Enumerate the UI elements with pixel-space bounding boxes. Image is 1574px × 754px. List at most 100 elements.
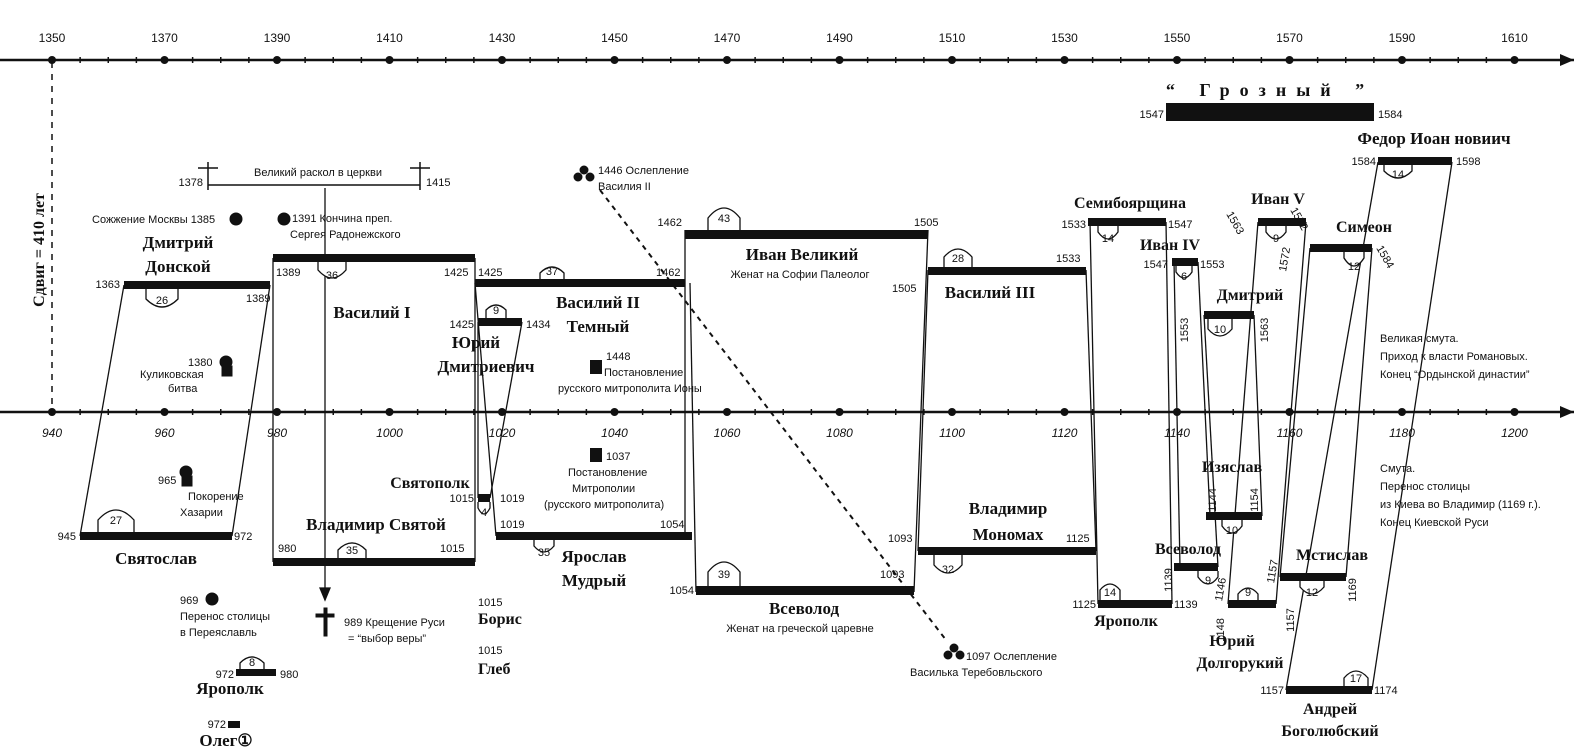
bottom-axis-tick-mark <box>610 408 619 416</box>
svg-text:1462: 1462 <box>658 217 682 229</box>
svg-text:Сергея Радонежского: Сергея Радонежского <box>290 229 401 241</box>
svg-text:965: 965 <box>158 475 176 487</box>
svg-text:1125: 1125 <box>1072 599 1096 611</box>
top-axis-tick-mark <box>1510 56 1519 64</box>
svg-text:1505: 1505 <box>914 217 938 229</box>
cross-icon <box>315 607 335 637</box>
duration-humps <box>97 165 1413 686</box>
svg-text:1125: 1125 <box>1066 533 1090 545</box>
svg-text:1598: 1598 <box>1456 156 1480 168</box>
name-fedor: Федор Иоан новиич <box>1357 129 1511 148</box>
svg-text:Конец “Ордынской династии”: Конец “Ордынской династии” <box>1380 369 1530 381</box>
svg-text:Великая смута.: Великая смута. <box>1380 333 1459 345</box>
top-axis-tick-label: 1510 <box>939 31 966 45</box>
top-axis-tick-label: 1570 <box>1276 31 1303 45</box>
raskol-label: Великий раскол в церкви <box>254 167 382 179</box>
dur-ivan4: 6 <box>1181 271 1187 283</box>
svg-text:Хазарии: Хазарии <box>180 507 223 519</box>
name-svyatoslav: Святослав <box>115 549 197 568</box>
svg-text:1363: 1363 <box>96 279 120 291</box>
top-axis-tick-label: 1610 <box>1501 31 1528 45</box>
bottom-axis-tick-mark <box>1510 408 1519 416</box>
svg-text:1462: 1462 <box>656 267 680 279</box>
svg-text:1148: 1148 <box>1215 618 1227 642</box>
bottom-axis-tick-label: 1060 <box>714 426 741 440</box>
svg-text:Конец Киевской Руси: Конец Киевской Руси <box>1380 517 1489 529</box>
bottom-axis-tick-mark <box>385 408 394 416</box>
svg-text:1054: 1054 <box>660 519 684 531</box>
name-vasily3: Василий III <box>945 283 1036 302</box>
svg-text:1054: 1054 <box>670 585 694 597</box>
svg-text:1157: 1157 <box>1265 559 1281 584</box>
dur-mstislav: 12 <box>1306 587 1318 599</box>
dur-vasily2: 37 <box>546 266 558 278</box>
dur-vsevolod: 39 <box>718 569 730 581</box>
top-axis-tick-mark <box>610 56 619 64</box>
sub-ivan3: Женат на Софии Палеолог <box>731 269 870 281</box>
dur-svyatopolk: 4 <box>481 507 487 519</box>
duration-labels: 26 36 37 9 43 28 14 6 10 9 12 14 27 35 4… <box>110 169 1404 685</box>
name-yaropolk1: Ярополк <box>196 679 264 698</box>
svg-text:1139: 1139 <box>1174 599 1198 611</box>
dur-yury2: 9 <box>1245 587 1251 599</box>
svg-text:1015: 1015 <box>478 597 502 609</box>
name-vsevolod: Всеволод <box>769 599 840 618</box>
dur-monomakh: 32 <box>942 564 954 576</box>
name-andrey-2: Боголюбский <box>1281 723 1378 740</box>
top-axis-tick-mark <box>48 56 56 64</box>
fire-icon <box>277 212 291 226</box>
svg-text:1157: 1157 <box>1285 608 1297 632</box>
svg-text:1157: 1157 <box>1260 685 1284 697</box>
event-icons <box>179 165 965 660</box>
top-axis-tick-label: 1490 <box>826 31 853 45</box>
eye-icon <box>943 643 965 660</box>
top-axis-tick-label: 1390 <box>264 31 291 45</box>
reign-connectors <box>79 161 1453 691</box>
svg-text:972: 972 <box>208 719 226 731</box>
dur-yury: 9 <box>493 305 499 317</box>
svg-text:1037: 1037 <box>606 451 630 463</box>
raskol-start: 1378 <box>179 177 203 189</box>
svg-text:1572: 1572 <box>1277 246 1293 272</box>
top-axis-tick-mark <box>1398 56 1406 64</box>
dur-andrey: 17 <box>1350 673 1362 685</box>
dur-dmitry2: 10 <box>1214 324 1226 336</box>
svg-text:русского митрополита Ионы: русского митрополита Ионы <box>558 383 702 395</box>
raskol-bracket <box>198 162 430 190</box>
svg-text:Смута.: Смута. <box>1380 463 1415 475</box>
top-axis-tick-label: 1410 <box>376 31 403 45</box>
svg-text:1174: 1174 <box>1374 685 1398 697</box>
dur-yaropolk2: 14 <box>1104 587 1116 599</box>
svg-text:в Переяславль: в Переяславль <box>180 627 257 639</box>
top-axis-tick-label: 1370 <box>151 31 178 45</box>
svg-text:1434: 1434 <box>526 319 550 331</box>
bottom-axis-tick-label: 1200 <box>1501 426 1528 440</box>
axis-bottom <box>0 406 1574 418</box>
name-ivan4: Иван IV <box>1140 237 1201 254</box>
svg-text:1584: 1584 <box>1352 156 1376 168</box>
eye-icon <box>573 165 595 182</box>
dur-vsevolod2: 9 <box>1205 575 1211 587</box>
bottom-axis-tick-mark <box>160 408 169 416</box>
top-axis-tick-mark <box>273 56 281 64</box>
event-connectors <box>599 189 947 641</box>
svg-text:969: 969 <box>180 595 198 607</box>
svg-text:1505: 1505 <box>892 283 916 295</box>
svg-text:1389: 1389 <box>276 267 300 279</box>
name-vladimir: Владимир Святой <box>306 515 446 534</box>
name-vasily2-1: Василий II <box>556 293 640 312</box>
dur-dmitry: 26 <box>156 295 168 307</box>
name-boris: Борис <box>478 611 522 628</box>
svg-text:1019: 1019 <box>500 519 524 531</box>
bottom-axis-tick-mark <box>498 408 506 416</box>
svg-text:1425: 1425 <box>450 319 474 331</box>
name-andrey-1: Андрей <box>1303 701 1357 718</box>
top-axis-tick-mark <box>723 56 731 64</box>
svg-text:1144: 1144 <box>1207 488 1219 512</box>
svg-text:989 Крещение Руси: 989 Крещение Руси <box>344 617 445 629</box>
svg-text:1093: 1093 <box>888 533 912 545</box>
bottom-axis-tick-label: 1180 <box>1389 426 1415 440</box>
event-texts: Сожжение Москвы 1385 1391 Кончина преп. … <box>92 165 1541 679</box>
top-axis-tick-mark <box>1285 56 1294 64</box>
